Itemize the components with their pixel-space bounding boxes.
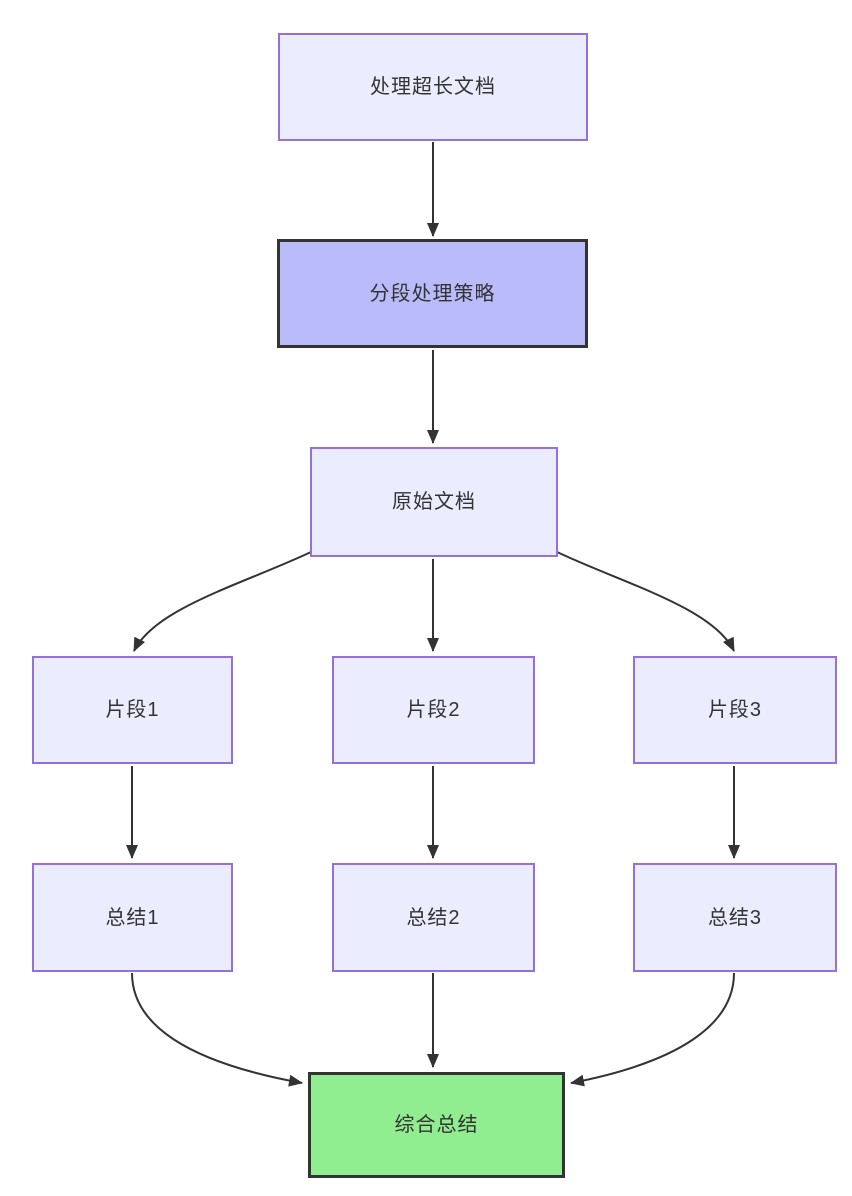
node-fragment-3-label: 片段3 (707, 699, 763, 721)
node-process-long-doc: 处理超长文档 (278, 33, 588, 141)
node-fragment-1-label: 片段1 (105, 699, 160, 721)
node-segmentation-strategy: 分段处理策略 (277, 239, 588, 348)
node-fragment-3: 片段3 (633, 656, 837, 764)
edge-C-to-F (556, 551, 735, 652)
node-summary-1: 总结1 (32, 863, 233, 972)
edge-G-to-J (131, 972, 303, 1087)
node-process-long-doc-label: 处理超长文档 (370, 76, 496, 98)
node-segmentation-strategy-label: 分段处理策略 (369, 282, 496, 305)
node-combined-summary-label: 综合总结 (394, 1114, 479, 1136)
edge-C-to-D (133, 551, 312, 652)
node-summary-3: 总结3 (633, 863, 837, 972)
node-summary-1-label: 总结1 (105, 906, 160, 929)
node-summary-2: 总结2 (332, 863, 535, 972)
node-fragment-2: 片段2 (332, 656, 535, 764)
node-original-document-label: 原始文档 (392, 491, 476, 513)
edge-I-to-J (570, 972, 735, 1087)
node-summary-3-label: 总结3 (707, 906, 763, 929)
node-original-document: 原始文档 (310, 447, 558, 557)
node-fragment-1: 片段1 (32, 656, 233, 764)
node-combined-summary: 综合总结 (308, 1072, 565, 1178)
node-summary-2-label: 总结2 (406, 906, 461, 929)
node-fragment-2-label: 片段2 (406, 699, 461, 721)
